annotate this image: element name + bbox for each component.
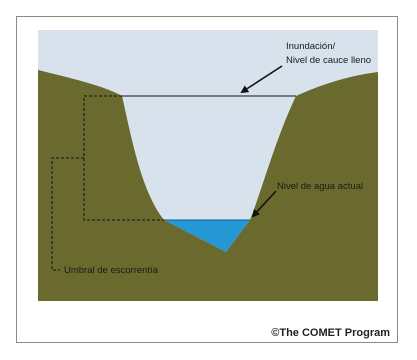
current-water-label: Nivel de agua actual [277, 181, 363, 192]
flood-label-line2: Nivel de cauce lleno [286, 55, 371, 66]
credit-text: ©The COMET Program [271, 327, 390, 339]
runoff-threshold-label: Umbral de escorrentía [64, 265, 159, 276]
current-water-arrow [251, 190, 277, 218]
ground-terrain [38, 70, 378, 301]
runoff-bracket-outer [51, 157, 84, 271]
current-water-body [164, 220, 250, 252]
flood-arrow [240, 65, 283, 94]
flood-label-line1: Inundación/ [286, 41, 335, 52]
